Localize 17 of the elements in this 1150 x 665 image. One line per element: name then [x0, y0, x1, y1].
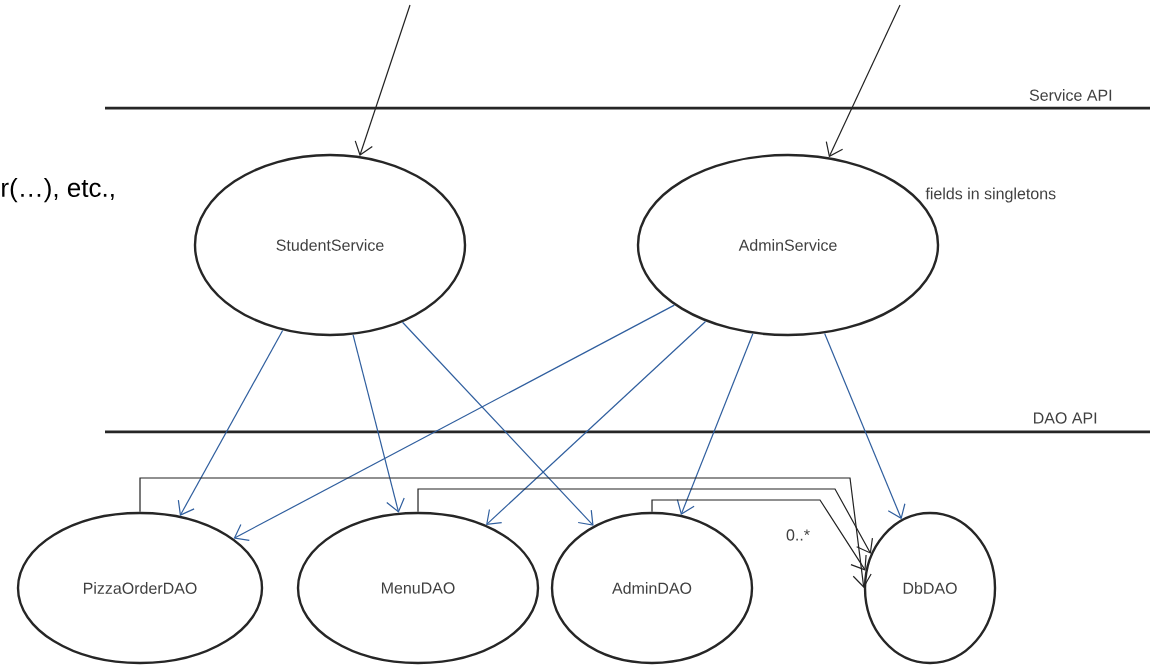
- text-label: 0..*: [786, 529, 810, 541]
- arrow: [651, 499, 867, 571]
- text-label: r(…), etc.,: [2, 177, 114, 203]
- arrow: [177, 329, 284, 516]
- arrow: [486, 320, 707, 525]
- text-label: Service API: [1029, 89, 1112, 101]
- text-label: DAO API: [1034, 412, 1097, 424]
- text-label: fields in singletons: [925, 187, 1056, 203]
- arrow: [354, 4, 411, 156]
- arrow: [233, 304, 675, 541]
- arrow: [825, 4, 901, 158]
- arrow: [401, 321, 594, 526]
- arrow: [139, 477, 872, 588]
- arrow: [824, 332, 906, 520]
- arrow: [676, 333, 754, 515]
- arrow: [352, 334, 405, 513]
- arrow: [417, 488, 874, 554]
